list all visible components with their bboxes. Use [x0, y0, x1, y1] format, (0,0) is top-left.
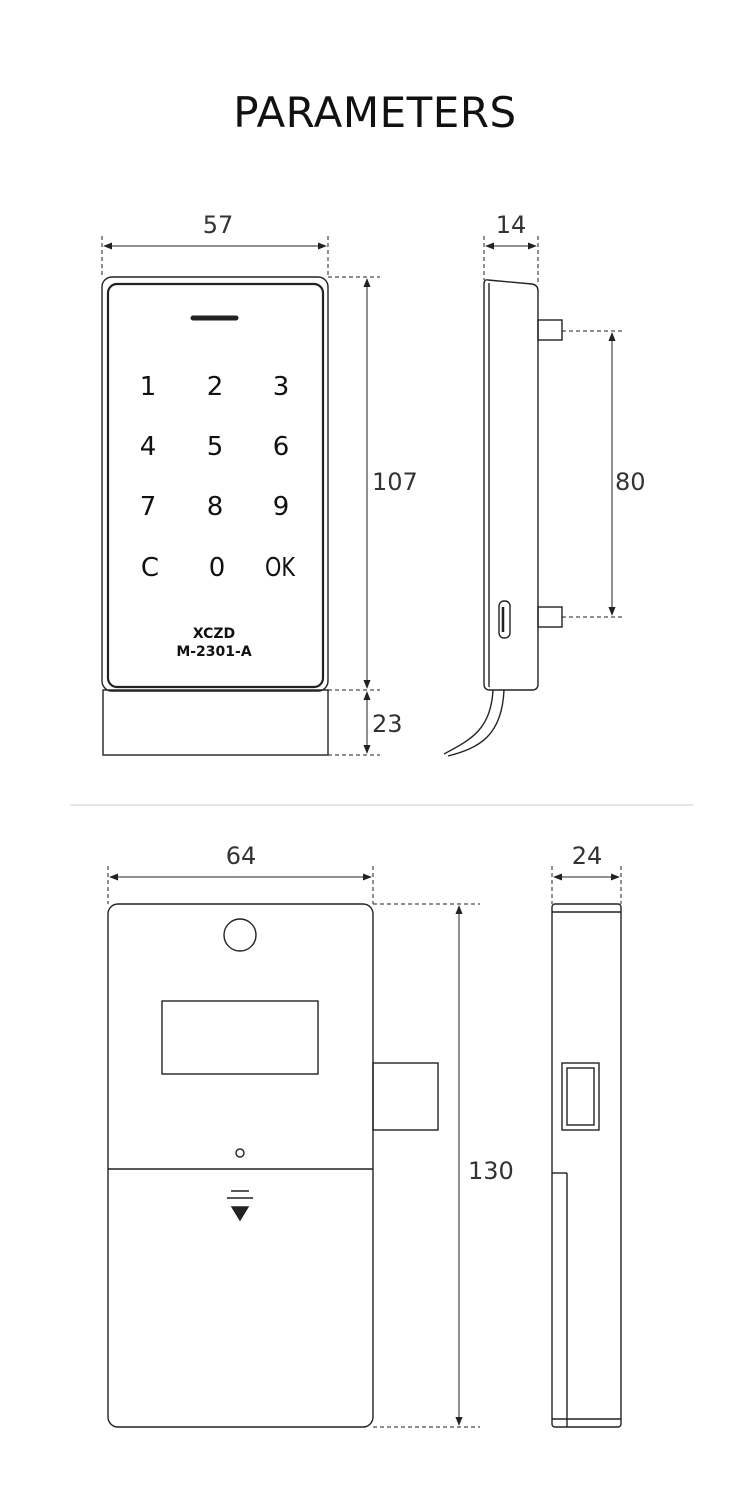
usb-port — [498, 600, 511, 639]
key-8: 8 — [207, 492, 224, 522]
dim-label-front-height: 107 — [372, 468, 418, 496]
lock-bolt — [372, 1062, 439, 1131]
key-3: 3 — [273, 372, 290, 402]
lock-side-view — [551, 903, 622, 1428]
reset-hole — [235, 1148, 245, 1158]
key-7: 7 — [140, 492, 157, 522]
dimension-side-depth — [483, 236, 539, 284]
key-9: 9 — [273, 492, 290, 522]
dimension-lock-height — [373, 903, 480, 1428]
keypad-side-view — [443, 279, 563, 757]
dimension-front-height — [328, 276, 380, 756]
dim-label-side-depth: 14 — [496, 211, 527, 239]
keypad-keys: 1 2 3 4 5 6 7 8 9 C 0 OK XCZD M-2301-A — [140, 372, 296, 660]
lock-front-view — [107, 903, 439, 1428]
dimension-post-spacing — [562, 330, 624, 618]
dim-label-post-spacing: 80 — [615, 468, 646, 496]
key-5: 5 — [207, 432, 224, 462]
dimension-front-width — [101, 236, 329, 277]
keypad-base — [102, 689, 329, 756]
brand-label: XCZD — [193, 626, 235, 642]
page-title: PARAMETERS — [233, 88, 517, 137]
dimension-lock-width — [107, 866, 374, 904]
model-label: M-2301-A — [176, 644, 252, 660]
keypad-front-view — [101, 276, 329, 756]
dimension-lock-depth — [551, 866, 622, 904]
key-1: 1 — [140, 372, 157, 402]
mounting-post-top — [537, 319, 563, 341]
dim-label-lock-width: 64 — [226, 842, 257, 870]
sensor-window — [161, 1000, 319, 1075]
key-ok: OK — [265, 553, 296, 583]
key-c: C — [141, 553, 159, 583]
cable-edge — [447, 689, 505, 757]
key-2: 2 — [207, 372, 224, 402]
cable-hole — [223, 918, 257, 952]
dim-label-base-height: 23 — [372, 710, 403, 738]
cable — [443, 689, 494, 755]
lock-body — [107, 903, 374, 1428]
dim-label-lock-height: 130 — [468, 1157, 514, 1185]
keypad-housing — [101, 276, 329, 692]
dim-label-lock-depth: 24 — [572, 842, 603, 870]
battery-cover-arrow-icon — [230, 1206, 250, 1222]
key-4: 4 — [140, 432, 157, 462]
keypad-glass-panel — [106, 282, 325, 689]
key-6: 6 — [273, 432, 290, 462]
mounting-post-bottom — [537, 606, 563, 628]
dim-label-front-width: 57 — [203, 211, 234, 239]
key-0: 0 — [209, 553, 226, 583]
